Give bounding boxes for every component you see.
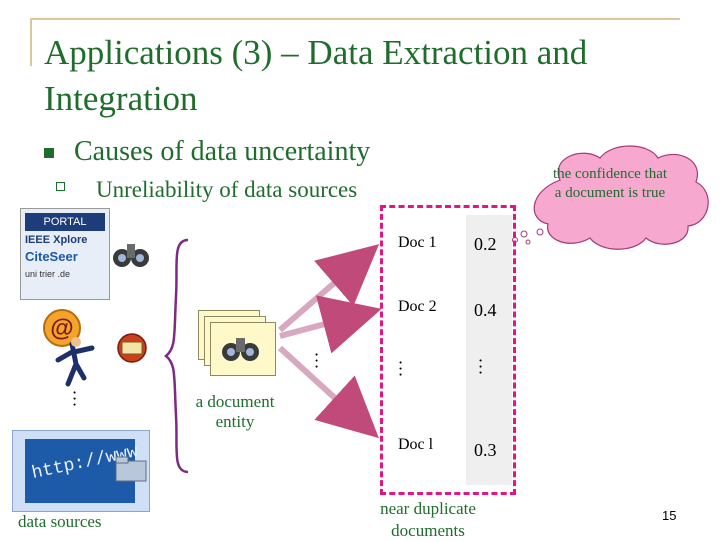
bullet-main-text: Causes of data uncertainty bbox=[74, 136, 371, 167]
curly-brace-icon bbox=[164, 238, 189, 474]
binoculars-entity-icon bbox=[222, 338, 259, 361]
bullet-square-icon bbox=[44, 148, 54, 158]
bullet-sub-text: Unreliability of data sources bbox=[96, 177, 358, 202]
svg-text:@: @ bbox=[50, 315, 73, 342]
doc-confidence: 0.3 bbox=[474, 440, 497, 460]
arrow-to-doc1 bbox=[278, 244, 380, 333]
unitrier-logo: uni trier .de bbox=[25, 269, 71, 279]
doc-confidence: 0.2 bbox=[474, 234, 497, 254]
email-person-icon: @ bbox=[43, 309, 147, 387]
browser-http-image: http://www bbox=[12, 430, 150, 512]
page-number: 15 bbox=[662, 508, 677, 523]
bullet-hollow-square-icon bbox=[56, 182, 65, 191]
source-logos-panel: PORTAL IEEE Xplore CiteSeer uni trier .d… bbox=[20, 208, 110, 300]
folder-icon bbox=[115, 456, 147, 482]
citeseer-logo: CiteSeer bbox=[25, 249, 78, 264]
ieee-logo: IEEE Xplore bbox=[25, 234, 88, 246]
entity-arrows bbox=[277, 244, 382, 439]
confidence-column bbox=[466, 215, 512, 485]
vertical-ellipsis-sources: … bbox=[69, 389, 90, 408]
arrow-to-docl bbox=[277, 345, 379, 439]
doc-label: Doc 1 bbox=[398, 234, 437, 251]
vertical-ellipsis-values: … bbox=[475, 357, 496, 376]
vertical-ellipsis-docs: … bbox=[395, 359, 416, 378]
doc-confidence: 0.4 bbox=[474, 300, 497, 320]
cloud-callout-icon bbox=[525, 145, 709, 250]
portal-logo: PORTAL bbox=[25, 213, 105, 231]
near-duplicate-label: near duplicate documents bbox=[380, 499, 476, 540]
cloud-callout-text: the confidence that a document is true bbox=[552, 166, 668, 201]
binoculars-small-icon bbox=[113, 244, 149, 267]
document-entity-label: a document entity bbox=[195, 392, 275, 431]
near-duplicate-box bbox=[380, 205, 516, 495]
doc-label: Doc l bbox=[398, 436, 434, 453]
data-sources-label: data sources bbox=[18, 512, 102, 531]
slide-title: Applications (3) – Data Extraction and I… bbox=[44, 33, 588, 118]
vertical-ellipsis-arrows: … bbox=[311, 351, 332, 370]
doc-label: Doc 2 bbox=[398, 298, 437, 315]
title-rule-vertical bbox=[30, 18, 32, 66]
title-rule-horizontal bbox=[30, 18, 680, 20]
arrow-to-doc2 bbox=[279, 295, 382, 354]
